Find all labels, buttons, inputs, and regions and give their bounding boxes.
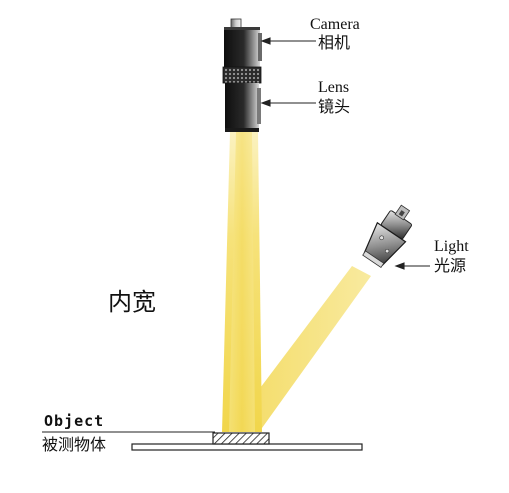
lens-icon	[225, 83, 261, 132]
camera-view-beam-core	[229, 132, 255, 432]
object-label-zh: 被测物体	[42, 435, 107, 454]
light-label-zh: 光源	[434, 256, 467, 275]
object-label-en: Object	[44, 412, 105, 430]
lens-leader	[260, 99, 316, 107]
focus-ring	[222, 66, 262, 84]
light-source-icon	[362, 204, 412, 268]
camera-icon	[224, 18, 262, 67]
lens-label-en: Lens	[318, 79, 350, 96]
lens-label-zh: 镜头	[318, 97, 351, 116]
object-sample-icon	[212, 432, 270, 445]
camera-leader	[260, 37, 316, 45]
base-plate	[131, 443, 363, 451]
light-leader	[394, 262, 430, 270]
camera-label-en: Camera	[310, 16, 360, 33]
camera-label-zh: 相机	[318, 33, 351, 52]
inner-width-label: 内宽	[108, 288, 156, 316]
light-label-en: Light	[434, 238, 469, 255]
light-beam-diagonal	[230, 266, 371, 428]
